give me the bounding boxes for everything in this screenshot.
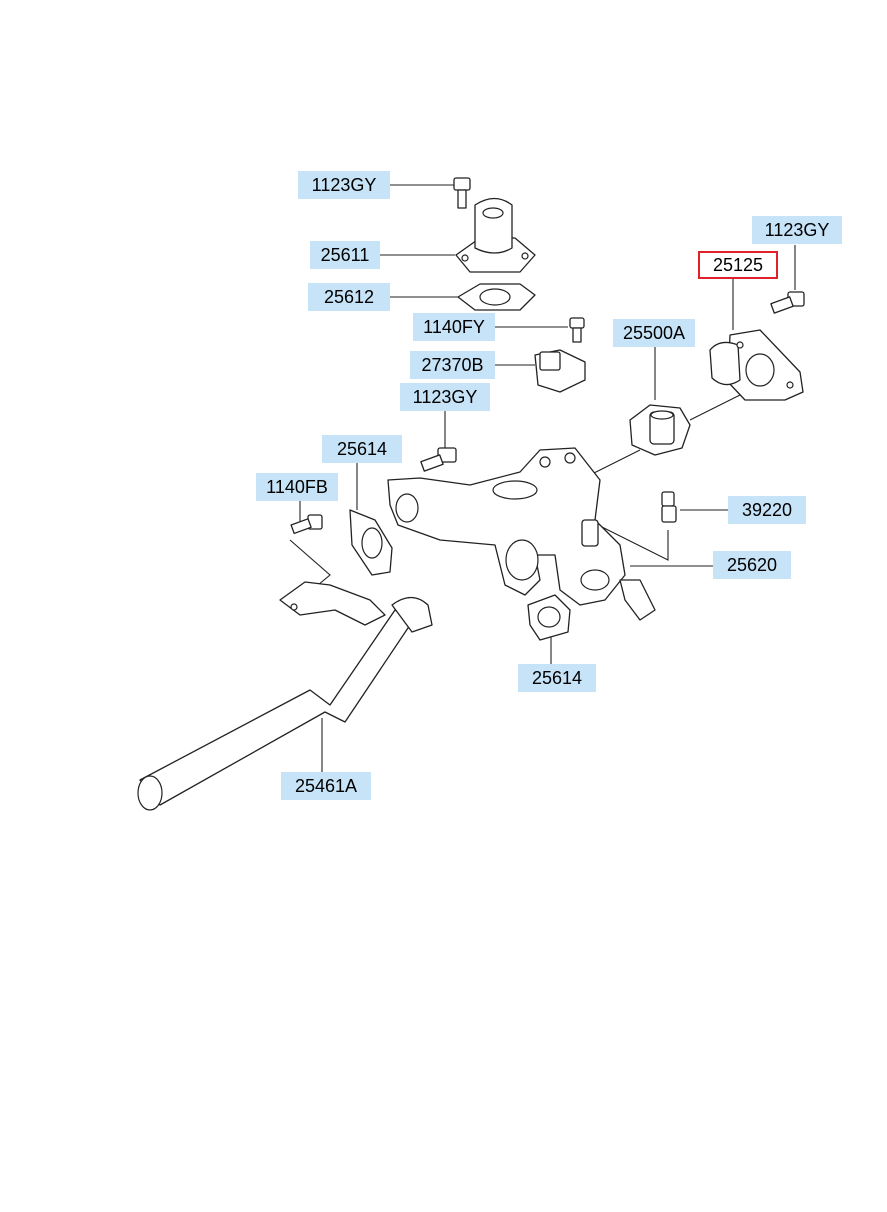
part-label-25461a[interactable]: 25461A <box>281 772 371 800</box>
part-label-1123gy-right[interactable]: 1123GY <box>752 216 842 244</box>
part-label-25125[interactable]: 25125 <box>698 251 778 279</box>
bolt-icon <box>770 291 805 314</box>
part-label-25612[interactable]: 25612 <box>308 283 390 311</box>
gasket <box>457 283 536 311</box>
bolt-icon <box>453 177 471 209</box>
leader-lines <box>289 184 796 773</box>
gasket <box>527 594 571 641</box>
part-label-39220[interactable]: 39220 <box>728 496 806 524</box>
gasket <box>349 509 393 576</box>
water-outlet-fitting <box>455 197 536 273</box>
part-label-25500a[interactable]: 25500A <box>613 319 695 347</box>
part-label-1140fb[interactable]: 1140FB <box>256 473 338 501</box>
temperature-sensor <box>661 491 677 523</box>
part-label-25620[interactable]: 25620 <box>713 551 791 579</box>
water-pipe <box>137 581 433 811</box>
part-label-25611[interactable]: 25611 <box>310 241 380 269</box>
part-label-27370b[interactable]: 27370B <box>410 351 495 379</box>
part-label-25614-left[interactable]: 25614 <box>322 435 402 463</box>
part-label-1123gy-middle[interactable]: 1123GY <box>400 383 490 411</box>
thermostat-cover <box>709 329 804 401</box>
bolt-icon <box>569 317 585 343</box>
part-label-1140fy[interactable]: 1140FY <box>413 313 495 341</box>
bolt-icon <box>290 514 323 535</box>
sensor-bracket <box>534 349 586 393</box>
part-label-25614-lower[interactable]: 25614 <box>518 664 596 692</box>
bolt-icon <box>420 447 457 472</box>
thermostat <box>629 404 691 456</box>
thermostat-housing <box>387 447 656 621</box>
part-label-1123gy-top[interactable]: 1123GY <box>298 171 390 199</box>
